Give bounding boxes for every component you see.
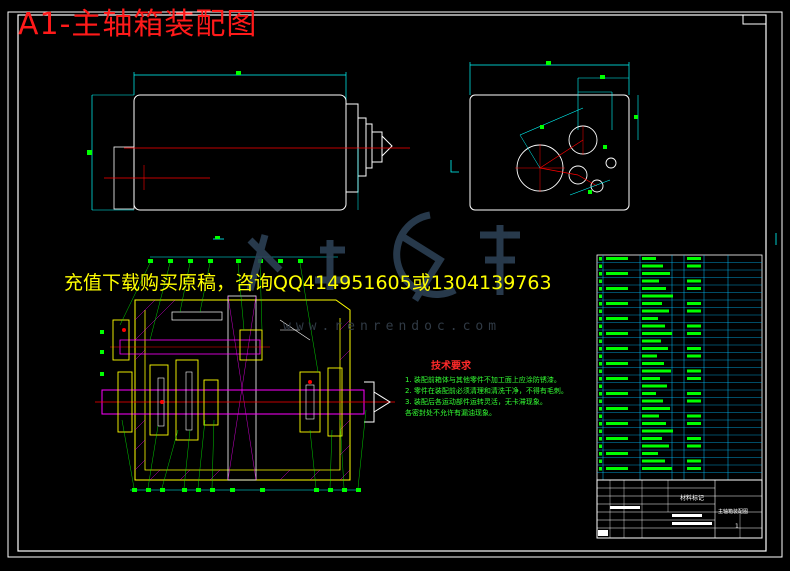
tech-requirement-line: 各密封处不允许有漏油现象。 — [405, 409, 496, 417]
inner-frame — [17, 14, 767, 552]
title-block — [596, 479, 763, 539]
watermark-site: www.renrendoc.com — [283, 319, 502, 334]
front-view — [87, 71, 410, 211]
side-view — [469, 61, 639, 211]
drawing-name: 主轴箱装配图 — [718, 509, 749, 515]
tech-requirement-line: 2. 零件在装配前必须清理和清洗干净，不得有毛刺。 — [405, 387, 568, 395]
tech-requirement-line: 3. 装配后各运动部件运转灵活，无卡滞现象。 — [405, 398, 547, 406]
corner-tab — [742, 14, 767, 25]
material-label: 材料标记 — [680, 495, 705, 502]
tech-requirement-line: 1. 装配前箱体与其他零件不加工面上应涂防锈漆。 — [405, 376, 561, 384]
sheet-number: 1 — [735, 523, 739, 530]
section-marks — [213, 160, 777, 245]
tech-requirements-heading: 技术要求 — [431, 361, 471, 372]
watermark-logo — [246, 211, 520, 302]
parts-list — [596, 254, 763, 481]
download-watermark: 充值下载购买原稿，咨询QQ414951605或1304139763 — [64, 272, 552, 294]
section-view — [95, 256, 395, 492]
outer-frame — [7, 11, 783, 558]
drawing-title: A1-主轴箱装配图 — [18, 7, 258, 42]
